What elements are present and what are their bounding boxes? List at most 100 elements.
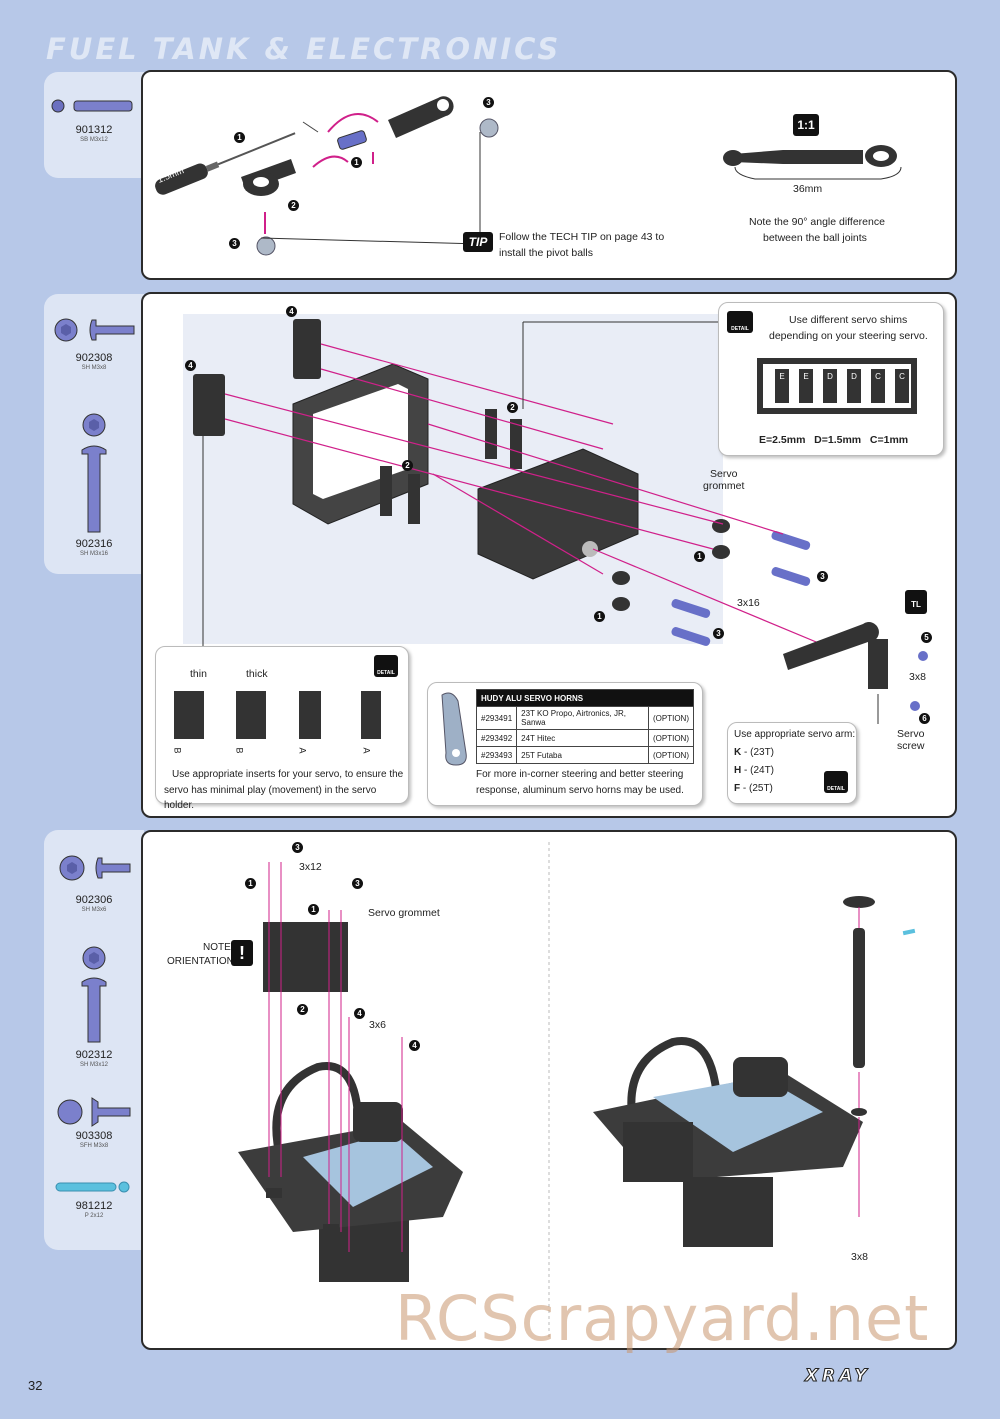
tl-badge: TL (905, 590, 927, 614)
parts-sidebar-2: 902308 SH M3x8 902316 SH M3x16 (44, 294, 144, 574)
table-row: #293493 25T Futaba (OPTION) (475, 746, 694, 764)
insert-detail: DETAIL thin thick B B A A Use appropriat… (155, 646, 409, 811)
parts-sidebar-3: 902306 SH M3x6 902312 SH M3x12 903308 SF… (44, 830, 144, 1250)
shim-letter: D (823, 369, 837, 403)
screw-size-label: 3x12 (299, 861, 322, 873)
insert-thin-label: thin (190, 668, 207, 680)
servo-arm-box: Use appropriate servo arm: K - (23T) H -… (727, 722, 857, 804)
detail-icon: DETAIL (727, 311, 753, 333)
part-spec: SB M3x12 (80, 137, 108, 143)
horn-code: #293491 (475, 706, 518, 730)
servo-arm-title: Use appropriate servo arm: (734, 729, 856, 740)
shim-letter: E (799, 369, 813, 403)
screw-size-label: 3x8 (909, 671, 926, 683)
insert-letter: B (172, 747, 183, 754)
length-label: 36mm (793, 183, 823, 195)
step-number: 1 (234, 132, 245, 143)
step-number: 4 (409, 1040, 420, 1051)
servo-grommet-label: Servo grommet (368, 907, 440, 919)
step-number: 4 (286, 306, 297, 317)
step-number: 1 (308, 904, 319, 915)
part-number: 981212 (75, 1200, 113, 1212)
step-number: 3 (352, 878, 363, 889)
horn-desc: 25T Futaba (516, 746, 649, 764)
part-spec: SH M3x12 (79, 1062, 108, 1068)
step-number: 2 (402, 460, 413, 471)
part-spec: SH M3x16 (79, 551, 108, 557)
servo-arm-f: F - (25T) (734, 783, 773, 794)
step-number: 5 (921, 632, 932, 643)
step-number: 3 (229, 238, 240, 249)
step-number: 3 (817, 571, 828, 582)
part-number: 903308 (75, 1130, 113, 1142)
screw-icons (55, 855, 131, 1193)
horn-desc: 23T KO Propo, Airtronics, JR, Sanwa (516, 706, 649, 730)
parts-sidebar-1: 901312 SB M3x12 (44, 72, 144, 178)
part-spec: P 2x12 (84, 1213, 104, 1219)
assembly-panel-1: 1 1 2 3 3 1.5mm TIP Follow the TECH TIP … (141, 70, 957, 280)
horn-option: (OPTION) (648, 746, 694, 764)
servo-horns-table: HUDY ALU SERVO HORNS #293491 23T KO Prop… (475, 689, 694, 764)
horn-option: (OPTION) (648, 729, 694, 747)
shim-sizes: E=2.5mm D=1.5mm C=1mm (759, 434, 909, 446)
step-number: 3 (483, 97, 494, 108)
brand-logo: XRAY (805, 1366, 871, 1387)
step-number: 6 (919, 713, 930, 724)
insert-letter: A (361, 747, 372, 754)
alu-horn-icon (441, 692, 467, 766)
shim-sprue (757, 358, 917, 414)
note-orientation: ORIENTATION (167, 956, 234, 967)
step-number: 2 (288, 200, 299, 211)
ball-joint-diagram (155, 96, 902, 256)
servo-shim-detail: DETAIL Use different servo shims dependi… (718, 302, 944, 456)
table-row: #293492 24T Hitec (OPTION) (475, 729, 694, 747)
detail-icon: DETAIL (824, 771, 848, 793)
step-number: 4 (185, 360, 196, 371)
step-number: 4 (354, 1008, 365, 1019)
insert-note: Use appropriate inserts for your servo, … (172, 769, 404, 780)
shim-note: Use different servo shims (789, 314, 908, 326)
screw-size-label: 3x16 (737, 597, 760, 609)
screw-size-label: 3x6 (369, 1019, 386, 1031)
shim-note: depending on your steering servo. (769, 330, 928, 342)
insert-letter: A (297, 747, 308, 754)
assembly-panel-2: 4 4 2 2 1 1 3 3 5 6 Servo grommet 3x16 3… (141, 292, 957, 818)
warning-icon: ! (231, 940, 253, 966)
step-number: 1 (594, 611, 605, 622)
step-number: 2 (297, 1004, 308, 1015)
insert-letter: B (234, 747, 245, 754)
step-number: 1 (694, 551, 705, 562)
step-number: 3 (713, 628, 724, 639)
part-spec: SH M3x8 (81, 365, 107, 371)
screw-size-label: 3x8 (851, 1251, 868, 1263)
bolt-icon (51, 99, 133, 113)
servo-arm-h: H - (24T) (734, 765, 775, 776)
servo-horns-box: HUDY ALU SERVO HORNS #293491 23T KO Prop… (427, 682, 703, 806)
scale-badge: 1:1 (793, 114, 819, 136)
shim-letter: D (847, 369, 861, 403)
part-number: 902308 (75, 352, 113, 364)
horn-code: #293492 (475, 729, 518, 747)
tip-badge: TIP (463, 232, 493, 252)
tip-text: Follow the TECH TIP on page 43 to (499, 231, 665, 243)
detail-icon: DETAIL (374, 655, 398, 677)
part-spec: SFH M3x8 (79, 1143, 109, 1149)
part-number: 902306 (75, 894, 113, 906)
part-number: 902312 (75, 1049, 113, 1061)
insert-pieces (174, 691, 381, 739)
step-number: 1 (351, 157, 362, 168)
step-number: 3 (292, 842, 303, 853)
angle-note: Note the 90° angle difference (749, 216, 885, 228)
page-number: 32 (28, 1378, 43, 1393)
horn-option: (OPTION) (648, 706, 694, 730)
servo-grommet-label: Servo grommet (703, 468, 745, 492)
horns-note: For more in-corner steering and better s… (476, 769, 684, 780)
step-number: 2 (507, 402, 518, 413)
table-row: #293491 23T KO Propo, Airtronics, JR, Sa… (475, 706, 694, 730)
servo-install-diagram (238, 842, 916, 1338)
servo-mount-diagram (183, 314, 928, 724)
insert-thick-label: thick (246, 668, 268, 680)
screw-icons (54, 318, 135, 533)
horn-code: #293493 (475, 746, 518, 764)
shim-letter: C (895, 369, 909, 403)
